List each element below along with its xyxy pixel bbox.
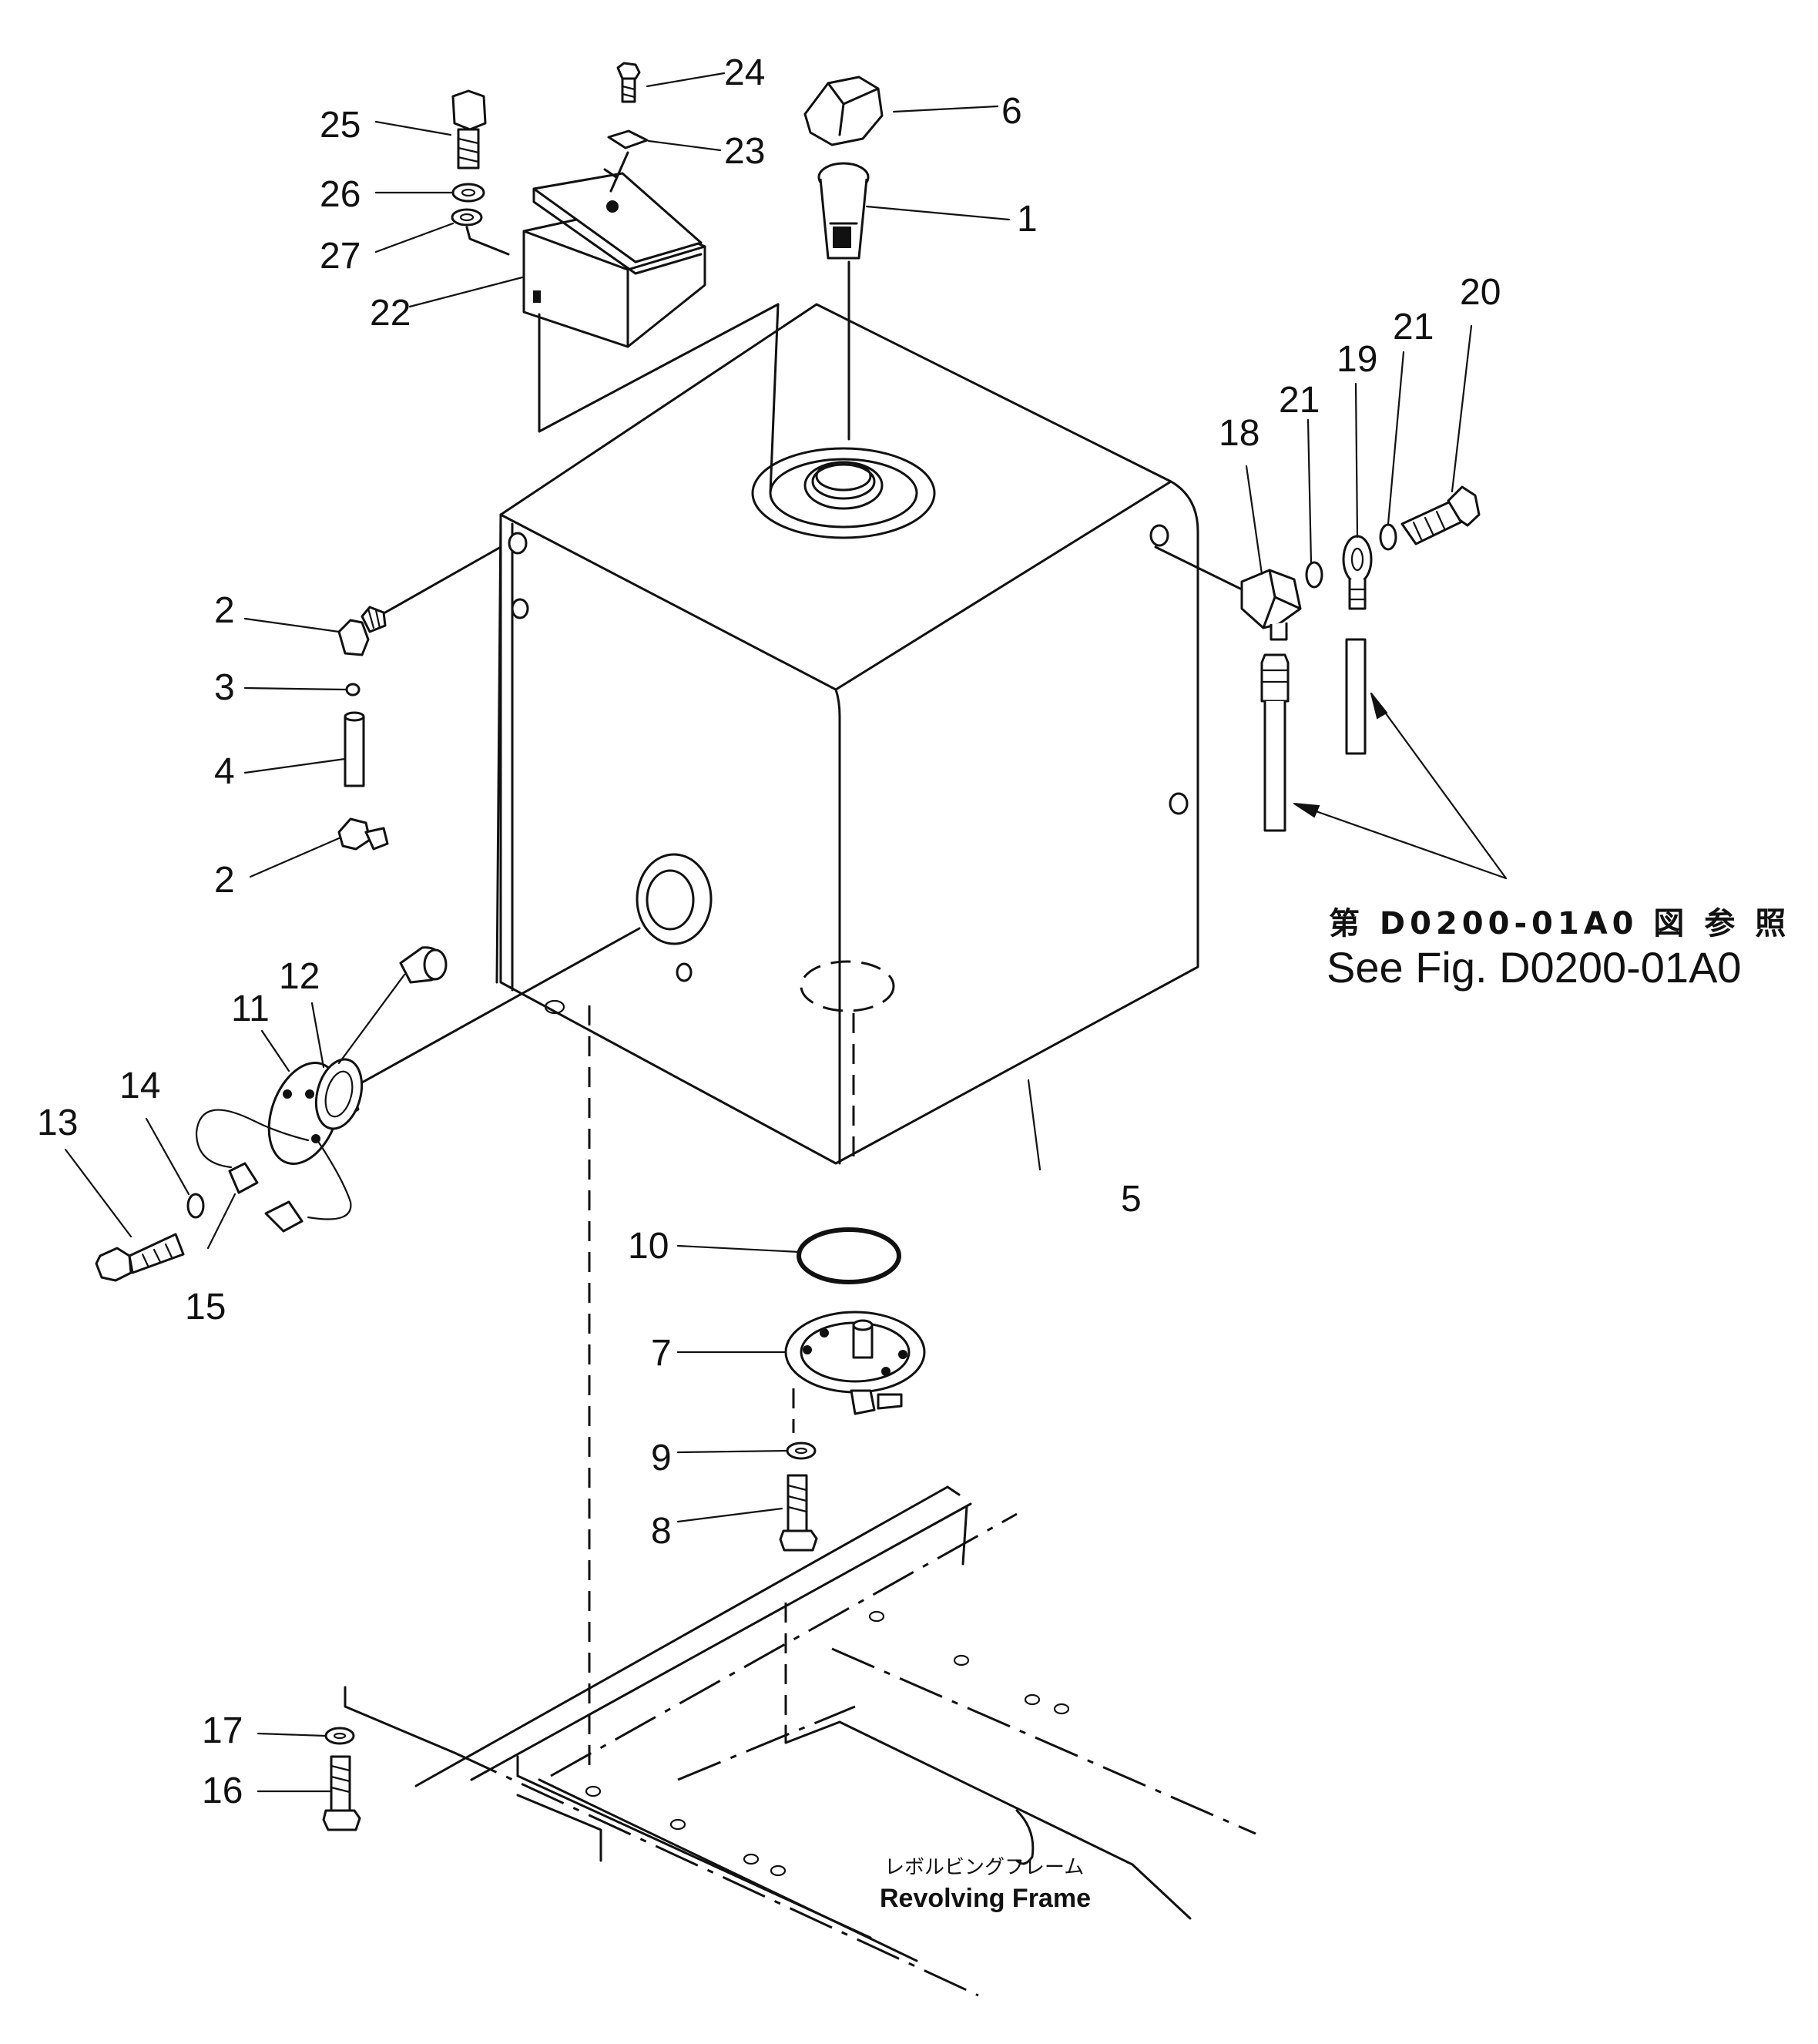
callout-labels: 1 2 2 3 4 5 6 7 8 9 10 11 12 13 14 15 16… bbox=[37, 52, 1501, 1811]
callout-21-left: 21 bbox=[1279, 380, 1320, 421]
hose-left bbox=[1260, 653, 1290, 832]
callout-23: 23 bbox=[724, 131, 765, 172]
bolt-25 bbox=[451, 89, 487, 169]
wire-harness bbox=[195, 1109, 352, 1233]
elbow-2-bottom bbox=[337, 817, 389, 851]
arrow-head-2 bbox=[1370, 693, 1388, 720]
elbow-2-top bbox=[337, 545, 502, 656]
callout-17: 17 bbox=[202, 1710, 243, 1751]
washer-27 bbox=[451, 208, 510, 256]
callout-16: 16 bbox=[202, 1770, 243, 1811]
leader-lines bbox=[64, 72, 1473, 1793]
bolt-13 bbox=[95, 1233, 185, 1282]
o-ring-10 bbox=[797, 1227, 901, 1284]
washer-21-b bbox=[1379, 523, 1397, 551]
eye-joint-19 bbox=[1342, 535, 1373, 610]
callout-13: 13 bbox=[37, 1103, 78, 1143]
callout-2-top: 2 bbox=[214, 590, 235, 631]
callout-15: 15 bbox=[185, 1287, 226, 1327]
callout-1: 1 bbox=[1017, 199, 1038, 240]
revolving-frame bbox=[344, 1005, 1256, 1997]
bolt-8 bbox=[779, 1474, 818, 1552]
callout-19: 19 bbox=[1337, 339, 1377, 380]
frame-label-en: Revolving Frame bbox=[880, 1884, 1091, 1913]
callout-14: 14 bbox=[119, 1066, 160, 1106]
callout-8: 8 bbox=[651, 1511, 672, 1552]
o-ring-3 bbox=[345, 683, 361, 696]
callout-2-bottom: 2 bbox=[214, 860, 235, 901]
washer-17 bbox=[324, 1727, 355, 1745]
tool-box bbox=[522, 168, 780, 495]
hose-right bbox=[1345, 638, 1367, 755]
callout-22: 22 bbox=[370, 293, 411, 334]
frame-label-jp: レボルビングフレーム bbox=[884, 1856, 1084, 1879]
washer-26 bbox=[451, 183, 485, 203]
arrow-head-1 bbox=[1293, 803, 1320, 818]
callout-12: 12 bbox=[279, 956, 320, 997]
gasket-12 bbox=[314, 927, 641, 1130]
callout-9: 9 bbox=[651, 1438, 672, 1478]
callout-4: 4 bbox=[214, 751, 235, 792]
callout-11: 11 bbox=[231, 988, 270, 1029]
callout-3: 3 bbox=[214, 667, 235, 708]
callout-21-right: 21 bbox=[1393, 307, 1434, 347]
callout-10: 10 bbox=[628, 1226, 669, 1267]
reference-note-jp: 第 D0200-01A0 図 参 照 bbox=[1329, 906, 1790, 941]
plate-23 bbox=[607, 129, 649, 193]
callout-25: 25 bbox=[320, 105, 361, 146]
bolt-16 bbox=[322, 1755, 361, 1831]
callout-20: 20 bbox=[1460, 272, 1501, 313]
washer-9 bbox=[786, 1442, 817, 1460]
callout-7: 7 bbox=[651, 1333, 672, 1374]
cover-7 bbox=[784, 1311, 926, 1433]
strainer bbox=[817, 162, 870, 441]
reference-leader bbox=[1293, 692, 1508, 880]
screw-24 bbox=[616, 62, 641, 103]
reference-note-en: See Fig. D0200-01A0 bbox=[1327, 943, 1742, 992]
callout-6: 6 bbox=[1001, 91, 1022, 132]
callout-18: 18 bbox=[1219, 413, 1260, 454]
washer-14 bbox=[186, 1193, 205, 1219]
elbow-18 bbox=[1154, 545, 1302, 641]
float-arm bbox=[337, 946, 448, 1065]
bolt-20 bbox=[1400, 485, 1481, 545]
washer-21 bbox=[1305, 561, 1323, 589]
tube-4 bbox=[344, 711, 365, 787]
callout-24: 24 bbox=[724, 52, 765, 93]
hydraulic-tank bbox=[495, 303, 1199, 1165]
callout-5: 5 bbox=[1121, 1179, 1142, 1220]
filler-cap bbox=[803, 76, 884, 146]
callout-26: 26 bbox=[320, 174, 361, 215]
callout-27: 27 bbox=[320, 236, 361, 277]
